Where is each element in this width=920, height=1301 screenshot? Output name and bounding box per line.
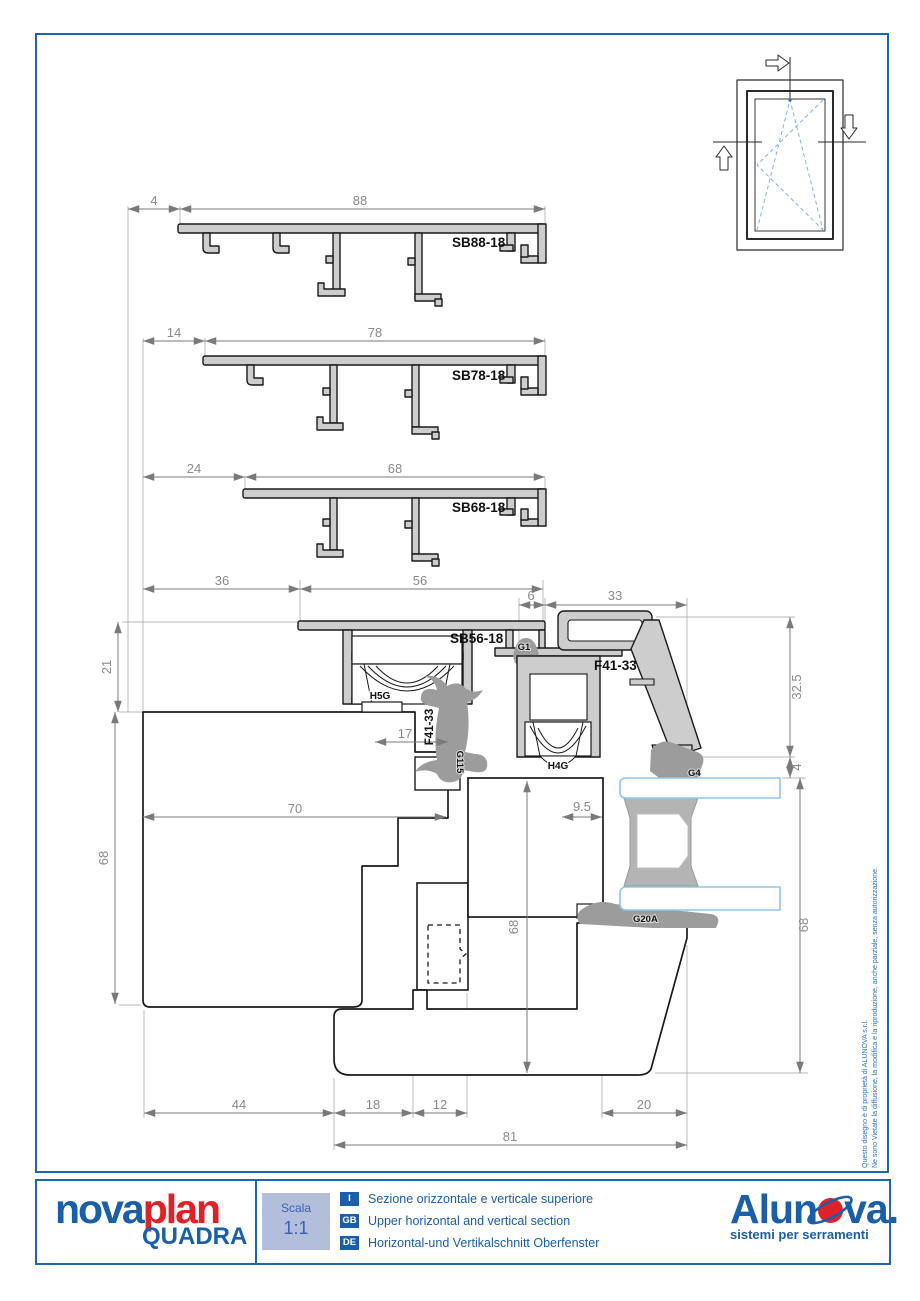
dim-44: 44 <box>232 1097 246 1112</box>
sash-section <box>467 777 604 918</box>
window-opening-symbol <box>713 54 866 251</box>
glass-pane-inner <box>619 886 781 911</box>
handle-hardware-dashed <box>427 924 468 984</box>
dim-88: 88 <box>353 193 367 208</box>
lang-tag-it: I <box>340 1192 359 1206</box>
novaplan-logo-nova: nova <box>55 1186 145 1232</box>
label-g4: G4 <box>688 768 701 779</box>
g4-gasket <box>650 741 704 789</box>
description-text-gb: Upper horizontal and vertical section <box>368 1214 571 1228</box>
dim-9-5: 9.5 <box>573 799 591 814</box>
novaplan-series: QUADRA <box>142 1223 248 1250</box>
description-text-it: Sezione orizzontale e verticale superior… <box>368 1192 594 1206</box>
alunova-logo-text-left: Alun <box>730 1186 818 1232</box>
glazing-unit <box>619 777 781 911</box>
profile-sb68-18 <box>242 488 547 567</box>
dim-56: 56 <box>413 573 427 588</box>
novaplan-logo-plan: plan <box>142 1186 221 1232</box>
dimension-lines <box>111 205 804 1149</box>
glider-pedestal <box>361 701 403 713</box>
label-g115: G115 <box>454 751 465 774</box>
dim-21: 21 <box>99 660 114 674</box>
dim-12: 12 <box>433 1097 447 1112</box>
arrow-up-icon <box>715 145 733 171</box>
bottom-frame-section <box>333 922 688 1076</box>
h4g-assembly <box>516 655 601 767</box>
alunova-logo: Alun va. sistemi per serramenti <box>730 1187 920 1242</box>
frame-section-outline <box>142 711 688 1076</box>
lang-tag-gb: GB <box>340 1214 359 1228</box>
dim-17: 17 <box>398 726 412 741</box>
dim-20: 20 <box>637 1097 651 1112</box>
scale-value: 1:1 <box>283 1218 309 1238</box>
copyright-line-2: Ne sono Vietate la diffusione, la modifi… <box>871 867 879 1168</box>
label-sb68-18: SB68-18 <box>452 500 506 515</box>
dimension-texts: 4 88 14 78 24 68 36 56 6 33 17 70 9.5 44… <box>96 193 811 1144</box>
page-border <box>35 33 889 1173</box>
tilt-turn-lines <box>756 99 824 231</box>
arrow-down-icon <box>840 114 858 140</box>
lang-tag-de: DE <box>340 1236 359 1250</box>
arrow-right-icon <box>765 54 790 72</box>
label-g20a: G20A <box>633 914 658 925</box>
title-block: novaplan QUADRA Scala 1:1 I Sezione oriz… <box>35 1179 899 1265</box>
novaplan-logo: novaplan QUADRA <box>55 1189 255 1249</box>
profile-labels: SB88-18 SB78-18 SB68-18 SB56-18 F41-33 F… <box>368 235 702 926</box>
alunova-logo-text-right: va. <box>844 1186 899 1232</box>
dim-68-left: 68 <box>96 851 111 865</box>
dim-70: 70 <box>288 801 302 816</box>
profile-sb88-18 <box>177 223 547 307</box>
section-cut-marks <box>713 54 866 171</box>
g115-gasket <box>415 675 488 783</box>
description-row-de: DE Horizontal-und Vertikalschnitt Oberfe… <box>340 1236 599 1250</box>
label-h4g: H4G <box>548 761 569 772</box>
label-sb78-18: SB78-18 <box>452 368 506 383</box>
dim-68-top: 68 <box>388 461 402 476</box>
scale-box: Scala 1:1 <box>262 1193 330 1250</box>
dim-68-mid: 68 <box>506 920 521 934</box>
dim-4: 4 <box>150 193 157 208</box>
dim-78: 78 <box>368 325 382 340</box>
dim-14: 14 <box>167 325 181 340</box>
g20a-gasket <box>577 902 719 928</box>
label-sb88-18: SB88-18 <box>452 235 506 250</box>
description-text-de: Horizontal-und Vertikalschnitt Oberfenst… <box>368 1236 600 1250</box>
dim-24: 24 <box>187 461 201 476</box>
description-row-it: I Sezione orizzontale e verticale superi… <box>340 1192 599 1206</box>
hardware-column <box>416 882 469 991</box>
copyright-notice: Questo disegno è di proprietà di ALUNOVA… <box>861 867 880 1168</box>
label-h5g: H5G <box>370 691 391 702</box>
section-descriptions: I Sezione orizzontale e verticale superi… <box>340 1192 599 1258</box>
glass-pane-outer <box>619 777 781 799</box>
label-f41-33-side: F41-33 <box>424 709 436 745</box>
label-sb56-18: SB56-18 <box>450 631 504 646</box>
dim-68-right: 68 <box>796 918 811 932</box>
copyright-line-1: Questo disegno è di proprietà di ALUNOVA… <box>862 1019 869 1168</box>
dim-6: 6 <box>527 588 534 603</box>
description-row-gb: GB Upper horizontal and vertical section <box>340 1214 599 1228</box>
alunova-tagline: sistemi per serramenti <box>730 1227 869 1242</box>
gaskets <box>415 638 719 928</box>
profile-sb78-18 <box>202 355 547 440</box>
label-g1: G1 <box>518 642 531 653</box>
title-block-divider <box>255 1181 257 1263</box>
dim-32-5: 32.5 <box>789 674 804 699</box>
dim-36: 36 <box>215 573 229 588</box>
dim-33: 33 <box>608 588 622 603</box>
scale-label: Scala <box>280 1201 312 1215</box>
alunova-orbit-icon <box>807 1195 853 1225</box>
dim-18: 18 <box>366 1097 380 1112</box>
dim-4-right: 4 <box>789 763 804 770</box>
label-f41-33: F41-33 <box>594 658 637 673</box>
dim-81: 81 <box>503 1129 517 1144</box>
